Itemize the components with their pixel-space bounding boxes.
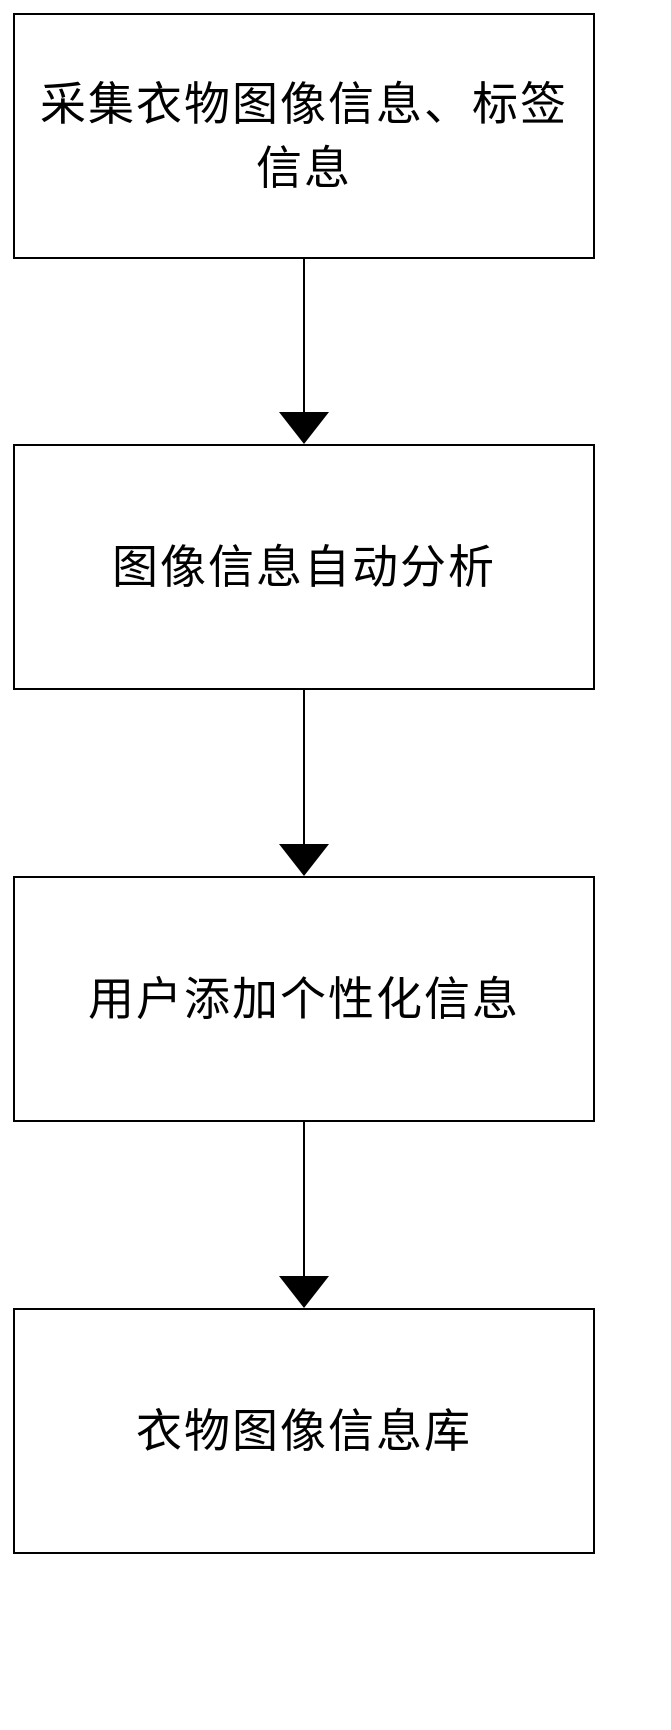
step-label: 用户添加个性化信息: [88, 972, 520, 1026]
flowchart-step-personalize: 用户添加个性化信息: [13, 876, 595, 1122]
arrow-2: [279, 690, 329, 876]
arrow-head-icon: [279, 844, 329, 876]
step-label: 图像信息自动分析: [112, 540, 496, 594]
flowchart-step-collect: 采集衣物图像信息、标签信息: [13, 13, 595, 259]
arrow-1: [279, 259, 329, 444]
flowchart-step-library: 衣物图像信息库: [13, 1308, 595, 1554]
arrow-3: [279, 1122, 329, 1308]
arrow-head-icon: [279, 412, 329, 444]
step-label: 采集衣物图像信息、标签信息: [40, 77, 568, 195]
step-label: 衣物图像信息库: [136, 1404, 472, 1458]
flowchart-step-analyze: 图像信息自动分析: [13, 444, 595, 690]
arrow-head-icon: [279, 1276, 329, 1308]
